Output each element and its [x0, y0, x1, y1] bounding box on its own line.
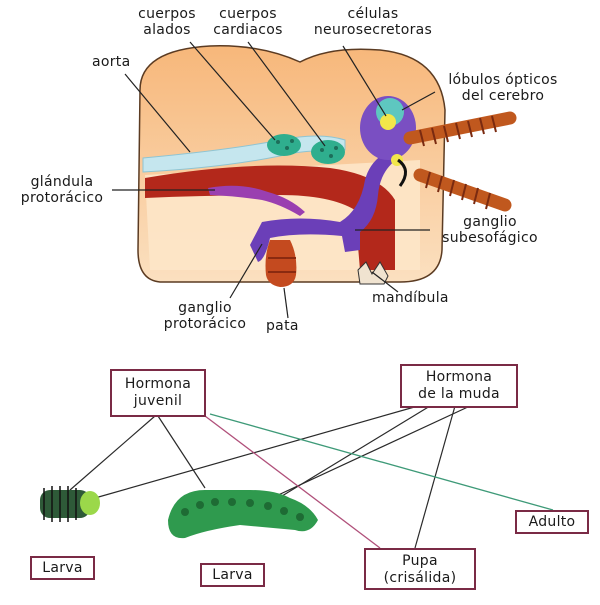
antenna-lower — [413, 168, 512, 212]
label-celulas-neurosecretoras: células neurosecretoras — [313, 6, 433, 38]
larva-small-box: Larva — [30, 556, 95, 580]
nerve-cord — [250, 150, 396, 262]
label-cuerpos-alados: cuerpos alados — [138, 6, 196, 38]
pupa-box: Pupa (crisálida) — [364, 548, 476, 590]
larva-large-box: Larva — [200, 563, 265, 587]
label-ganglio-subesofagico: ganglio subesofágico — [442, 214, 538, 246]
label-ganglio-protoracico: ganglio protorácico — [163, 300, 247, 332]
label-cuerpos-cardiacos: cuerpos cardiacos — [213, 6, 283, 38]
hormona-juvenil-box: Hormona juvenil — [110, 369, 206, 417]
juvenil-to-adulto-line — [209, 413, 554, 511]
hormona-muda-box: Hormona de la muda — [400, 364, 518, 408]
neurosecretory-cells — [380, 114, 396, 130]
leader-lines — [112, 41, 436, 319]
label-lobulos-opticos: lóbulos ópticos del cerebro — [448, 72, 558, 104]
muscle-band — [145, 165, 395, 270]
leg — [265, 240, 297, 287]
antenna-upper — [403, 111, 517, 147]
corpora-cardiaca — [311, 140, 345, 164]
prothoracic-gland — [208, 185, 305, 216]
juvenil-to-pupa-line — [204, 415, 381, 549]
label-pata: pata — [266, 318, 299, 334]
label-mandibula: mandíbula — [372, 290, 449, 306]
adulto-box: Adulto — [515, 510, 589, 534]
label-aorta: aorta — [92, 54, 131, 70]
large-larva-illustration — [168, 490, 318, 539]
small-larva-illustration — [40, 486, 100, 522]
label-glandula-protoracica: glándula protorácico — [20, 174, 104, 206]
eye — [397, 158, 407, 187]
